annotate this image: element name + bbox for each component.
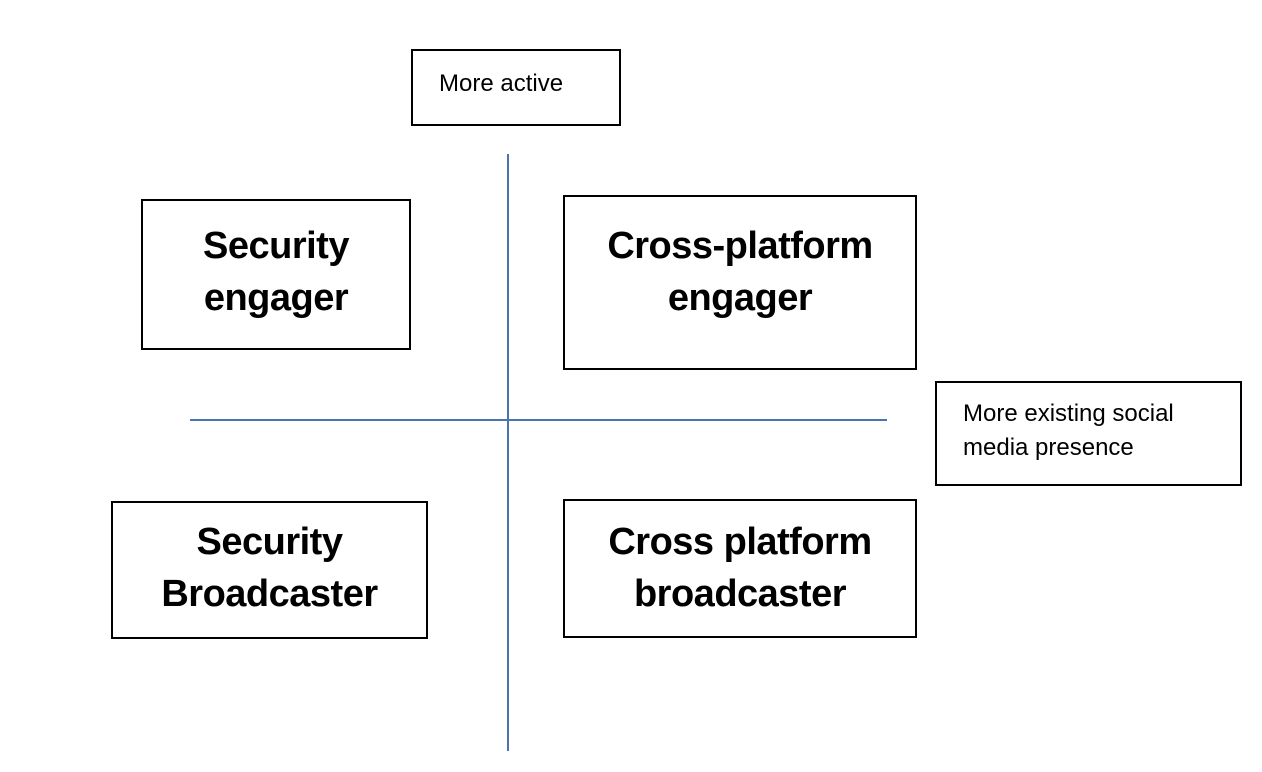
quadrant-label-bottom-right: Cross platform broadcaster bbox=[608, 520, 872, 615]
quadrant-label-top-left: Security engager bbox=[203, 224, 349, 319]
quadrant-cross-platform-engager: Cross-platform engager bbox=[563, 195, 917, 370]
quadrant-cross-platform-broadcaster: Cross platform broadcaster bbox=[563, 499, 917, 638]
quadrant-label-top-right: Cross-platform engager bbox=[607, 224, 873, 319]
x-axis-label-box: More existing social media presence bbox=[935, 381, 1242, 486]
x-axis-label: More existing social media presence bbox=[963, 400, 1174, 461]
quadrant-label-bottom-left: Security Broadcaster bbox=[161, 521, 378, 615]
y-axis-label: More active bbox=[439, 70, 564, 97]
quadrant-security-engager: Security engager bbox=[141, 199, 411, 350]
quadrant-security-broadcaster: Security Broadcaster bbox=[111, 501, 428, 639]
vertical-axis-line bbox=[507, 154, 509, 751]
horizontal-axis-line bbox=[190, 419, 887, 421]
y-axis-label-box: More active bbox=[411, 49, 621, 126]
